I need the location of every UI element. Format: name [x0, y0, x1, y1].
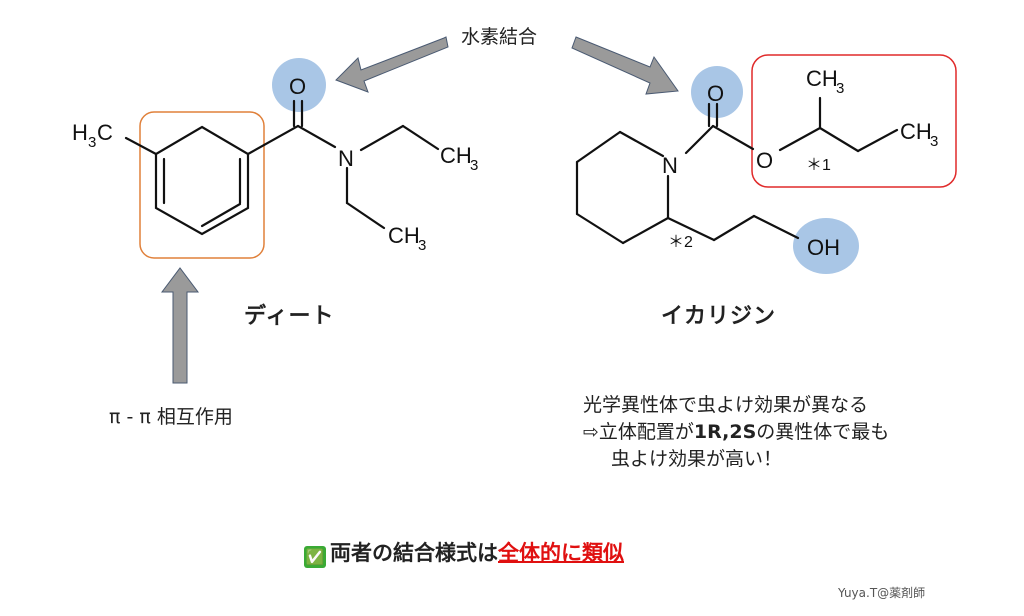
deet-ch3-lower: CH [388, 223, 420, 248]
icaridin-nitrogen-atom: N [662, 153, 678, 178]
deet-nitrogen-atom: N [338, 146, 354, 171]
hbond-highlight-icaridin-oh [793, 218, 859, 274]
isomer-note-suffix: の異性体で最も [756, 421, 890, 443]
hbond-arrow-left [335, 36, 449, 93]
conclusion: ✅両者の結合様式は全体的に類似 [304, 537, 624, 568]
pi-pi-arrow [161, 267, 199, 384]
check-icon: ✅ [304, 546, 326, 568]
icaridin-ch3-right-subscript: 3 [930, 133, 938, 150]
icaridin-carbonyl-oxygen: O [707, 81, 724, 106]
pi-pi-interaction-label: π - π 相互作用 [109, 406, 233, 428]
author-credit: Yuya.T@薬剤師 [838, 586, 926, 600]
icaridin-ch3-right: CH [900, 119, 932, 144]
hbond-arrow-right [571, 36, 679, 95]
icaridin-name: イカリジン [661, 304, 777, 329]
conclusion-highlight: 全体的に類似 [498, 541, 624, 565]
icaridin-ester-oxygen: O [756, 148, 773, 173]
hbond-highlight-deet-o [272, 58, 326, 112]
deet-oxygen-atom: O [289, 74, 306, 99]
isomer-note-line-3: 虫よけ効果が高い！ [611, 448, 783, 470]
isomer-note-prefix: ⇨立体配置が [583, 421, 694, 443]
chiral-center-1-label: ＊1 [806, 157, 831, 174]
chiral-center-2-label: ＊2 [668, 234, 693, 251]
isomer-configuration: 1R,2S [693, 421, 757, 443]
isomer-note: 光学異性体で虫よけ効果が異なる ⇨立体配置が1R,2Sの異性体で最も 虫よけ効果… [583, 392, 889, 473]
icaridin-ch3-top-subscript: 3 [836, 80, 844, 97]
chiral-ester-box [751, 54, 957, 188]
isomer-note-line-2: ⇨立体配置が1R,2Sの異性体で最も [583, 419, 889, 446]
deet-ch3-lower-subscript: 3 [418, 237, 426, 254]
deet-h3c-subscript: 3 [88, 134, 96, 151]
deet-name: ディート [244, 304, 335, 329]
hydrogen-bond-label: 水素結合 [461, 26, 538, 48]
deet-ch3-upper: CH [440, 143, 472, 168]
isomer-note-line-1: 光学異性体で虫よけ効果が異なる [583, 394, 869, 416]
conclusion-prefix: 両者の結合様式は [330, 541, 498, 565]
icaridin-ch3-top: CH [806, 66, 838, 91]
hbond-highlight-icaridin-o [691, 66, 743, 118]
deet-ch3-upper-subscript: 3 [470, 157, 478, 174]
icaridin-hydroxyl: OH [807, 235, 840, 260]
deet-h3c-h: H [72, 120, 88, 145]
aromatic-ring-box [139, 111, 265, 259]
icaridin-structure [575, 96, 899, 245]
deet-h3c-c: C [97, 120, 113, 145]
deet-structure [124, 99, 440, 236]
